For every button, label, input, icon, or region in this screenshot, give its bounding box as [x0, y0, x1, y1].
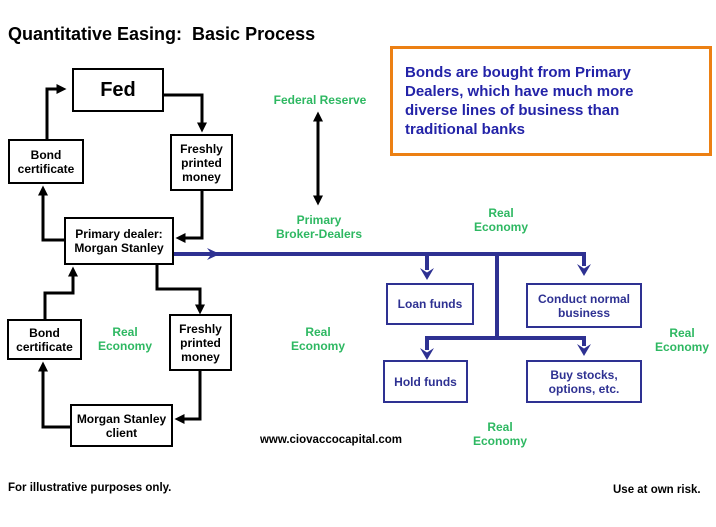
- disclaimer-left: For illustrative purposes only.: [8, 482, 172, 494]
- disclaimer-right: Use at own risk.: [613, 484, 701, 496]
- label-real-economy-bottom: Real Economy: [472, 420, 527, 448]
- arrow-to-hold-funds: [420, 336, 500, 360]
- box-loan-funds: Loan funds: [386, 283, 474, 325]
- arrow-bond-certificate-to-fed: [45, 84, 67, 139]
- box-freshly-printed-money-top: Freshly printed money: [170, 134, 233, 191]
- label-federal-reserve: Federal Reserve: [273, 93, 367, 107]
- arrow-ms-client-to-bond-certificate2: [38, 361, 70, 429]
- arrow-freshly-printed-money2-to-ms-client: [174, 371, 202, 424]
- arrow-freshly-printed-money-to-primary-dealer: [175, 191, 204, 243]
- box-primary-dealer: Primary dealer: Morgan Stanley: [64, 217, 174, 265]
- page-title: Quantitative Easing: Basic Process: [8, 24, 316, 44]
- box-conduct-normal-business: Conduct normal business: [526, 283, 642, 328]
- box-hold-funds: Hold funds: [383, 360, 468, 403]
- box-buy-stocks: Buy stocks, options, etc.: [526, 360, 642, 403]
- website-text: www.ciovaccocapital.com: [259, 434, 403, 446]
- arrow-to-buy-stocks: [494, 336, 591, 356]
- box-freshly-printed-money-bottom: Freshly printed money: [169, 314, 232, 371]
- label-real-economy-middle: Real Economy: [290, 325, 345, 353]
- label-primary-broker-dealers: Primary Broker-Dealers: [275, 213, 363, 241]
- box-bond-certificate-bottom: Bond certificate: [7, 319, 82, 360]
- callout-box: Bonds are bought from Primary Dealers, w…: [390, 46, 712, 156]
- box-fed: Fed: [72, 68, 164, 112]
- arrowhead-main-line: [207, 248, 220, 260]
- label-real-economy-top-right: Real Economy: [473, 206, 528, 234]
- arrow-primary-dealer-to-freshly-printed-money2: [155, 265, 205, 315]
- label-real-economy-left: Real Economy: [97, 325, 152, 353]
- label-real-economy-right: Real Economy: [654, 326, 709, 354]
- box-morgan-stanley-client: Morgan Stanley client: [70, 404, 173, 447]
- arrow-dealer-to-conduct-normal-business: [174, 252, 591, 276]
- arrow-primary-dealer-to-bond-certificate: [38, 185, 64, 242]
- arrow-bond-certificate2-to-primary-dealer: [43, 266, 78, 319]
- arrow-fed-to-freshly-printed-money: [164, 93, 207, 133]
- box-bond-certificate-top: Bond certificate: [8, 139, 84, 184]
